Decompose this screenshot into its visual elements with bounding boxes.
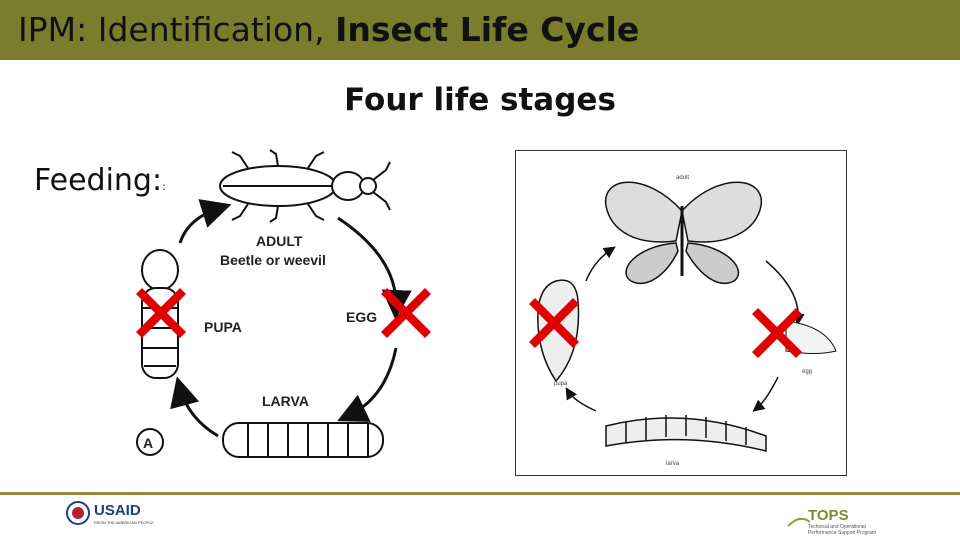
red-x-mark-icon — [381, 288, 431, 338]
slide-subtitle: Four life stages — [0, 82, 960, 118]
label-pupa: PUPA — [204, 319, 242, 335]
panel-circle-icon — [136, 428, 164, 456]
tops-logo-subtext-1: Technical and Operational — [808, 524, 866, 530]
usaid-logo-subtext: FROM THE AMERICAN PEOPLE — [94, 520, 154, 525]
larva-illustration — [222, 422, 384, 458]
red-x-mark-icon — [529, 298, 579, 348]
label-pupa-right: pupa — [554, 381, 568, 387]
label-egg: EGG — [346, 309, 377, 325]
usaid-logo: USAID FROM THE AMERICAN PEOPLE — [66, 501, 154, 525]
title-bar: IPM: Identification, Insect Life Cycle — [0, 0, 960, 60]
adult-beetle-illustration — [219, 149, 391, 223]
label-larva-right: larva — [666, 461, 680, 467]
tops-logo-text: TOPS — [808, 507, 849, 524]
tops-logo: TOPS Technical and Operational Performan… — [787, 507, 876, 536]
label-adult: ADULT — [256, 233, 303, 249]
cycle-arrow-pupa-adult-right — [585, 246, 616, 282]
label-adult-sub: Beetle or weevil — [220, 252, 326, 268]
cycle-arrow-pupa-adult — [178, 199, 232, 244]
footer-divider — [0, 492, 960, 495]
usaid-logo-text: USAID — [94, 502, 141, 519]
title-bold: Insect Life Cycle — [335, 10, 640, 49]
slide-title: IPM: Identification, Insect Life Cycle — [18, 10, 639, 49]
red-x-mark-icon — [136, 288, 186, 338]
label-egg-right: egg — [802, 369, 812, 375]
red-x-mark-icon — [752, 308, 802, 358]
tops-logo-subtext-2: Performance Support Program — [808, 530, 876, 536]
cycle-arrow-egg-larva — [337, 347, 398, 422]
feeding-label: Feeding:: — [34, 163, 166, 198]
subtitle-text: Four life stages — [344, 82, 616, 118]
caterpillar-illustration — [605, 415, 767, 452]
cycle-arrow-larva-pupa — [170, 376, 219, 438]
label-larva: LARVA — [262, 393, 309, 409]
feeding-mark: : — [162, 180, 166, 193]
label-adult-right: adult — [676, 175, 689, 181]
cycle-arrow-egg-larva-right — [752, 376, 779, 412]
panel-letter: A — [143, 435, 153, 451]
butterfly-illustration — [605, 181, 762, 285]
cycle-arrow-larva-pupa-right — [565, 387, 597, 412]
leaf-icon — [787, 517, 811, 527]
title-plain: IPM: Identification, — [18, 10, 325, 49]
feeding-text: Feeding: — [34, 163, 163, 198]
